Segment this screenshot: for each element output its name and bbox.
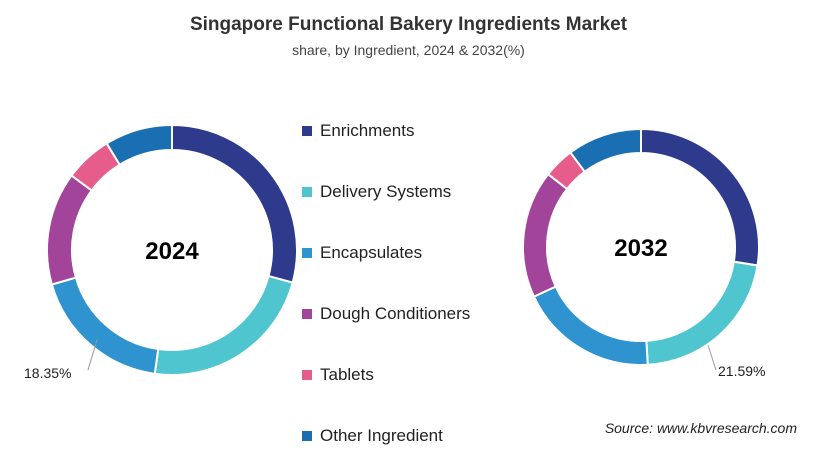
legend-item: Dough Conditioners [302, 283, 470, 344]
legend-swatch [302, 186, 312, 197]
legend-label: Other Ingredient [320, 425, 443, 445]
data-label: 21.59% [718, 363, 765, 379]
source-note: Source: www.kbvresearch.com [604, 420, 797, 436]
legend-swatch [302, 308, 312, 319]
legend-label: Dough Conditioners [320, 303, 471, 323]
donut-segment-2032-5 [568, 127, 642, 174]
data-label: 18.35% [24, 365, 71, 381]
legend: Enrichments Delivery Systems Encapsulate… [302, 100, 470, 452]
chart-title: Singapore Functional Bakery Ingredients … [189, 14, 628, 35]
donut-center-label: 2024 [145, 238, 199, 265]
donut-segment-2032-1 [645, 260, 759, 366]
legend-swatch [302, 125, 312, 136]
donut-segment-2032-2 [532, 285, 649, 366]
data-label-leader [87, 339, 98, 371]
legend-label: Delivery Systems [320, 181, 452, 201]
donut-segment-2032-3 [522, 172, 569, 298]
legend-item: Tablets [302, 344, 470, 405]
legend-label: Enrichments [320, 120, 415, 140]
donut-segment-2024-3 [46, 174, 94, 286]
donut-segment-2024-2 [50, 276, 160, 375]
legend-item: Enrichments [302, 100, 470, 161]
legend-label: Tablets [320, 364, 374, 384]
chart-subtitle: share, by Ingredient, 2024 & 2032(%) [292, 42, 525, 58]
legend-item: Encapsulates [302, 222, 470, 283]
donut-segment-2024-1 [153, 274, 294, 376]
legend-swatch [302, 369, 312, 380]
legend-item: Other Ingredient [302, 405, 470, 452]
data-label-leader [707, 344, 717, 371]
legend-item: Delivery Systems [302, 161, 470, 222]
legend-swatch [302, 247, 312, 258]
donut-segment-2024-5 [105, 123, 173, 167]
legend-label: Encapsulates [320, 242, 423, 262]
legend-swatch [302, 430, 312, 441]
donut-center-label: 2032 [614, 235, 667, 262]
